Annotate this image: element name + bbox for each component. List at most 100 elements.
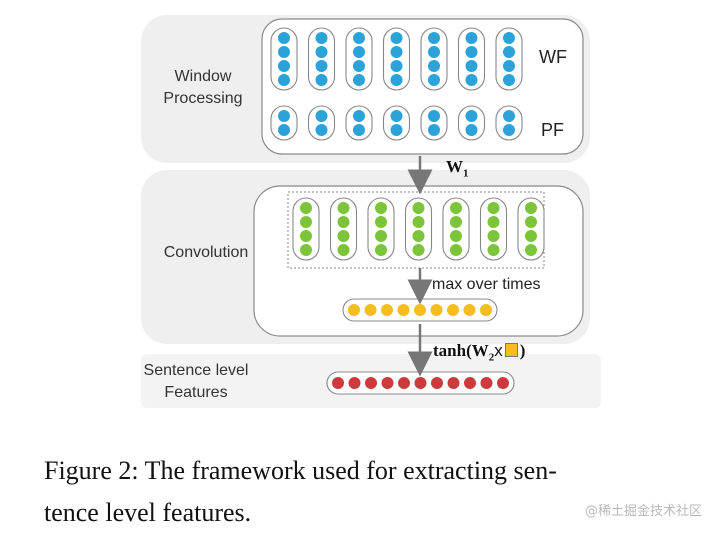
conv-dot <box>412 230 425 242</box>
max-over-times-label: max over times <box>432 276 541 293</box>
conv-dot <box>300 244 312 256</box>
conv-capsule <box>479 197 508 261</box>
pf-capsule <box>420 105 448 141</box>
window-label-line2: Processing <box>163 90 243 107</box>
window-processing-label: Window Processing <box>148 66 258 110</box>
tanh-prefix: tanh(W <box>433 341 489 360</box>
pool-dot <box>414 304 426 316</box>
wf-dot <box>503 74 515 86</box>
sentence-label-line2: Features <box>164 384 228 401</box>
feature-dot <box>348 377 361 389</box>
wf-dot <box>390 32 403 44</box>
w1-label: W1 <box>446 157 469 179</box>
wf-dot <box>390 74 403 86</box>
pf-dot <box>278 124 290 136</box>
pf-dot <box>353 124 365 136</box>
wf-dot <box>503 60 515 72</box>
wf-capsule <box>382 27 411 91</box>
feature-dot <box>332 377 344 389</box>
conv-capsule <box>329 197 358 261</box>
feature-dot <box>398 377 410 389</box>
pool-dot <box>430 304 443 316</box>
window-label-line1: Window <box>174 68 232 85</box>
pf-capsule <box>457 105 486 141</box>
caption-line2: tence level features. <box>44 498 252 527</box>
wf-dot <box>278 46 290 58</box>
convolution-columns <box>292 197 545 261</box>
wf-dot <box>503 32 515 44</box>
conv-dot <box>450 230 462 242</box>
pf-label: PF <box>541 120 565 140</box>
conv-dot <box>375 230 387 242</box>
conv-dot <box>337 230 350 242</box>
feature-dot <box>381 377 394 389</box>
wf-dot <box>428 32 440 44</box>
w1-subscript: 1 <box>463 167 469 180</box>
tanh-subscript: 2 <box>488 351 495 364</box>
wf-capsule <box>420 27 448 91</box>
wf-dot <box>428 74 440 86</box>
sentence-level-label: Sentence level Features <box>133 360 259 404</box>
pf-dot <box>390 124 403 136</box>
pf-capsule <box>307 105 336 141</box>
pf-columns <box>270 105 523 141</box>
conv-dot <box>487 216 500 228</box>
conv-dot <box>450 202 462 214</box>
pf-dot <box>353 110 365 122</box>
tanh-label: tanh(W2x) <box>433 341 525 363</box>
wf-dot <box>390 46 403 58</box>
feature-dot <box>464 377 476 389</box>
conv-dot <box>412 216 425 228</box>
pf-dot <box>428 110 440 122</box>
wf-dot <box>503 46 515 58</box>
conv-capsule <box>292 197 320 261</box>
feature-dot <box>497 377 509 389</box>
pool-dot <box>447 304 459 316</box>
wf-dot <box>315 60 328 72</box>
pool-dot <box>463 304 476 316</box>
conv-dot <box>412 202 425 214</box>
pf-dot <box>278 110 290 122</box>
feature-dot <box>447 377 460 389</box>
sentence-label-line1: Sentence level <box>143 362 249 379</box>
wf-dot <box>465 46 478 58</box>
tanh-x: x <box>494 341 503 360</box>
pool-dot <box>480 304 492 316</box>
wf-columns <box>270 27 523 91</box>
pf-dot <box>465 110 478 122</box>
wf-dot <box>390 60 403 72</box>
pf-dot <box>503 124 515 136</box>
wf-capsule <box>495 27 523 91</box>
wf-dot <box>353 60 365 72</box>
tanh-close: ) <box>519 341 526 360</box>
pf-dot <box>503 110 515 122</box>
pf-dot <box>315 124 328 136</box>
sentence-feature-vector <box>326 371 515 395</box>
conv-capsule <box>442 197 470 261</box>
conv-dot <box>375 202 387 214</box>
wf-dot <box>465 32 478 44</box>
wf-dot <box>278 32 290 44</box>
pool-dot <box>348 304 360 316</box>
pf-capsule <box>495 105 523 141</box>
conv-dot <box>375 244 387 256</box>
conv-dot <box>525 230 537 242</box>
wf-dot <box>428 60 440 72</box>
wf-dot <box>315 46 328 58</box>
pf-dot <box>465 124 478 136</box>
pool-dot <box>381 304 393 316</box>
wf-dot <box>353 46 365 58</box>
figure-caption: Figure 2: The framework used for extract… <box>44 450 704 534</box>
framework-diagram <box>141 15 601 408</box>
wf-dot <box>428 46 440 58</box>
conv-dot <box>487 244 500 256</box>
wf-capsule <box>457 27 486 91</box>
wf-dot <box>465 74 478 86</box>
pf-dot <box>428 124 440 136</box>
wf-capsule <box>270 27 298 91</box>
caption-line1: Figure 2: The framework used for extract… <box>44 456 557 485</box>
wf-dot <box>315 32 328 44</box>
conv-dot <box>300 216 312 228</box>
conv-dot <box>337 244 350 256</box>
conv-dot <box>300 202 312 214</box>
